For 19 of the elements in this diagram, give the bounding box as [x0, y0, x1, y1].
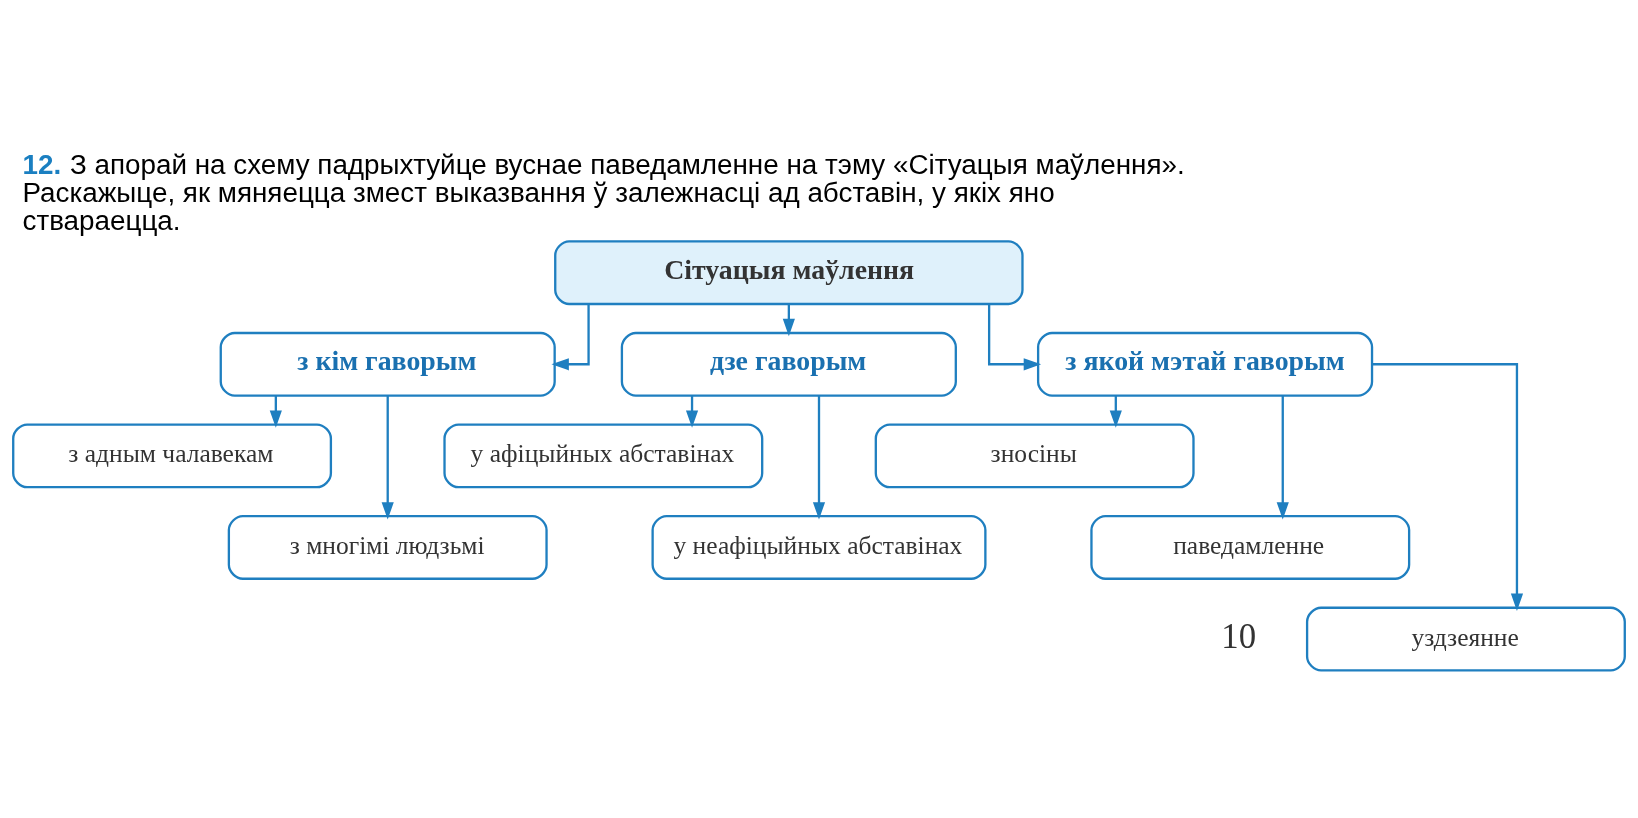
node-box: Сітуацыя маўлення	[554, 239, 1024, 305]
arrow	[988, 303, 1042, 370]
node-box: у неафіцыйных абставінах	[651, 514, 987, 580]
node-box: у афіцыйных абставінах	[443, 422, 764, 488]
label: 10	[1221, 616, 1257, 656]
arrow	[1372, 362, 1524, 611]
node-box: паведамленне	[1090, 514, 1411, 580]
arrow	[1276, 395, 1289, 520]
node-box: з многімі людзьмі	[227, 514, 548, 580]
arrow	[551, 303, 590, 370]
arrow	[381, 395, 394, 520]
node-box: з якой мэтай гаворым	[1036, 331, 1374, 397]
node-box: уздзеянне	[1305, 606, 1626, 671]
node-box: з адным чалавекам	[12, 422, 333, 488]
diagram-title: 12. З апорай на схему падрыхтуйце вуснае паведамленне на тэму «Сітуацыя маўлення». Раскажыце, як мяняецца змест выказвання ў залежнасці ад абставін, у якіх яно ствараецца.	[22, 148, 1185, 236]
node-box: зносіны	[874, 422, 1195, 488]
node-box: з кім гаворым	[219, 331, 556, 397]
node-box: дзе гаворым	[620, 331, 957, 397]
arrow	[812, 395, 826, 520]
